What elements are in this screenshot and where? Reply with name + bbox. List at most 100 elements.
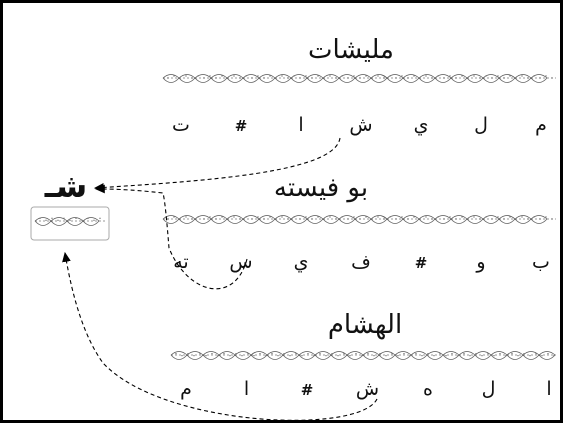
band-dot <box>461 75 463 77</box>
row-1-word: مليشات <box>308 35 394 65</box>
band-dot <box>521 216 523 218</box>
band-dot <box>283 352 285 355</box>
band-dot <box>227 218 229 220</box>
band-dot <box>469 354 471 357</box>
band-dot <box>461 216 463 218</box>
band-dot <box>301 354 303 357</box>
band-dot <box>409 354 411 357</box>
band-dot <box>445 354 447 357</box>
band-dot <box>269 75 271 77</box>
band-dot <box>269 216 271 218</box>
band-dot <box>503 218 505 220</box>
band-dot <box>407 77 409 79</box>
band-dot <box>451 352 453 355</box>
row-2-letters: بو#فيسته <box>173 251 550 273</box>
band-dot <box>263 77 265 79</box>
band-dot <box>329 75 331 77</box>
band-dot <box>415 352 417 355</box>
band-dot <box>175 352 177 355</box>
band-dot <box>355 352 357 355</box>
band-dot <box>395 77 397 79</box>
letter: ا <box>546 378 551 400</box>
band-dot <box>187 352 189 355</box>
letter: ش <box>349 114 372 136</box>
band-dot <box>305 216 307 218</box>
band-dot <box>359 218 361 220</box>
band-dot <box>365 216 367 218</box>
band-dot <box>541 354 543 357</box>
band-dot <box>211 352 213 355</box>
band-dot <box>319 352 321 355</box>
band-dot <box>251 218 253 220</box>
band-dot <box>431 218 433 220</box>
letter: ه <box>423 378 433 400</box>
row-3: الهشام الهش#ام <box>170 310 556 400</box>
band-dot <box>383 77 385 79</box>
row-2-band <box>162 215 556 224</box>
band-dot <box>521 75 523 77</box>
band-dot <box>547 352 549 355</box>
band-dot <box>299 77 301 79</box>
band-dot <box>527 77 529 79</box>
band-dot <box>449 75 451 77</box>
band-dot <box>371 218 373 220</box>
band-dot <box>251 77 253 79</box>
band-dot <box>191 77 193 79</box>
band-dot <box>481 354 483 357</box>
band-dot <box>221 75 223 77</box>
band-dot <box>401 216 403 218</box>
band-dot <box>401 75 403 77</box>
band-dot <box>509 216 511 218</box>
band-dot <box>203 218 205 220</box>
band-dot <box>551 77 553 79</box>
band-dot <box>323 218 325 220</box>
band-dot <box>341 216 343 218</box>
band-dot <box>433 354 435 357</box>
band-dot <box>413 216 415 218</box>
band-dot <box>337 354 339 357</box>
band-dot <box>425 216 427 218</box>
letter: ل <box>482 378 496 400</box>
band-dot <box>511 352 513 355</box>
band-dot <box>361 354 363 357</box>
band-dot <box>427 352 429 355</box>
arrow-row-2 <box>94 184 248 290</box>
band-dot <box>431 77 433 79</box>
band-dot <box>331 352 333 355</box>
band-dot <box>307 352 309 355</box>
band-dot <box>265 354 267 357</box>
band-dot <box>527 218 529 220</box>
band-dot <box>257 216 259 218</box>
band-dot <box>209 216 211 218</box>
band-dot <box>317 216 319 218</box>
band-dot <box>57 219 59 222</box>
letter: ا <box>298 114 303 136</box>
band-dot <box>419 218 421 220</box>
band-dot <box>545 75 547 77</box>
band-dot <box>63 217 65 220</box>
letter: ب <box>532 251 550 273</box>
band-dot <box>295 352 297 355</box>
letter: م <box>180 378 192 400</box>
band-dot <box>391 352 393 355</box>
band-dot <box>185 75 187 77</box>
band-dot <box>179 218 181 220</box>
band-dot <box>535 352 537 355</box>
band-dot <box>179 77 181 79</box>
band-dot <box>545 216 547 218</box>
letter: ا <box>244 378 249 400</box>
band-dot <box>493 354 495 357</box>
band-dot <box>313 354 315 357</box>
arrow-row-3 <box>62 251 378 420</box>
band-dot <box>87 217 89 220</box>
band-dot <box>353 75 355 77</box>
letter: ل <box>474 114 488 136</box>
band-dot <box>323 77 325 79</box>
band-dot <box>407 218 409 220</box>
band-dot <box>503 77 505 79</box>
band-dot <box>197 75 199 77</box>
row-3-word: الهشام <box>328 310 402 340</box>
row-2: بو فيسته بو#فيسته <box>162 173 556 273</box>
band-dot <box>293 75 295 77</box>
